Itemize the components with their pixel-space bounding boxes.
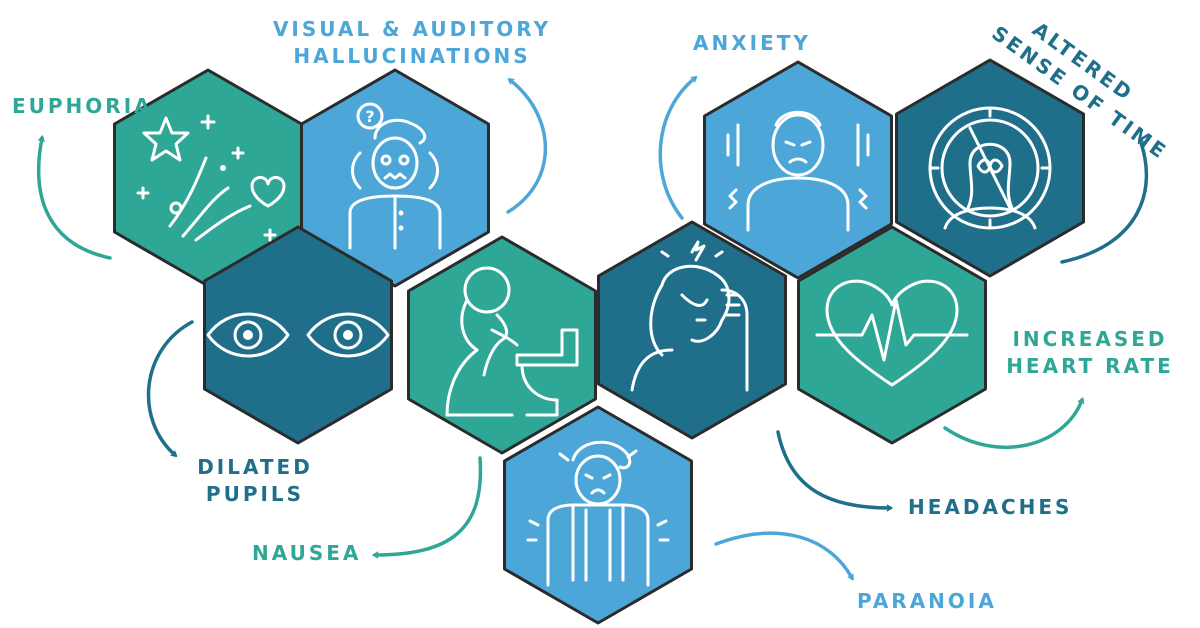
arrow-heart-rate — [943, 397, 1085, 450]
label-dilated-pupils-line-1: DILATED — [197, 455, 313, 479]
arrow-paranoia — [714, 531, 854, 581]
paranoid-person-icon — [526, 440, 670, 587]
label-paranoia-line-1: PARANOIA — [857, 589, 997, 613]
arrow-hallucinations — [506, 78, 548, 214]
hexagon-layer — [113, 58, 1085, 625]
label-dilated-pupils: DILATED PUPILS — [180, 454, 330, 508]
heartbeat-icon — [815, 279, 969, 387]
label-nausea-line-1: NAUSEA — [252, 541, 362, 565]
hexagon-headaches — [597, 220, 787, 440]
label-headaches: HEADACHES — [908, 494, 1072, 521]
icons: ? — [136, 102, 1052, 587]
anxious-person-icon — [726, 110, 870, 232]
label-paranoia: PARANOIA — [857, 588, 997, 615]
arrow-dilated-pupils — [146, 320, 194, 458]
eyes-icon — [206, 312, 390, 358]
label-hallucinations-line-2: HALLUCINATIONS — [293, 44, 531, 68]
label-heart-rate-line-1: INCREASED — [1012, 327, 1168, 351]
stars-heart-icon — [136, 114, 286, 242]
arrows — [37, 76, 1149, 581]
hexagon-nausea — [407, 235, 597, 455]
label-euphoria: EUPHORIA — [12, 93, 153, 120]
arrow-nausea — [372, 456, 483, 559]
arrow-headaches — [776, 430, 893, 512]
arrow-altered-time — [1060, 137, 1149, 264]
headache-icon — [630, 240, 749, 392]
label-heart-rate-line-2: HEART RATE — [1006, 354, 1174, 378]
hexagon-heart-rate — [797, 225, 987, 445]
label-dilated-pupils-line-2: PUPILS — [205, 482, 305, 506]
svg-text:?: ? — [365, 107, 374, 126]
label-heart-rate: INCREASED HEART RATE — [1005, 326, 1175, 380]
arrow-anxiety — [658, 76, 698, 220]
hexagon-paranoia — [503, 405, 693, 625]
hexagon-anxiety — [703, 60, 893, 280]
arrow-euphoria — [37, 135, 112, 260]
hexagon-dilated-pupils — [203, 225, 393, 445]
label-hallucinations-line-1: VISUAL & AUDITORY — [272, 17, 552, 41]
label-hallucinations: VISUAL & AUDITORY HALLUCINATIONS — [262, 16, 562, 70]
label-euphoria-line-1: EUPHORIA — [12, 94, 153, 118]
confused-person-icon: ? — [348, 102, 442, 250]
label-headaches-line-1: HEADACHES — [908, 495, 1073, 519]
label-anxiety-line-1: ANXIETY — [693, 31, 811, 55]
vomiting-toilet-icon — [445, 266, 579, 417]
clock-infinity-person-icon — [928, 106, 1052, 230]
label-anxiety: ANXIETY — [693, 30, 811, 57]
label-nausea: NAUSEA — [252, 540, 361, 567]
